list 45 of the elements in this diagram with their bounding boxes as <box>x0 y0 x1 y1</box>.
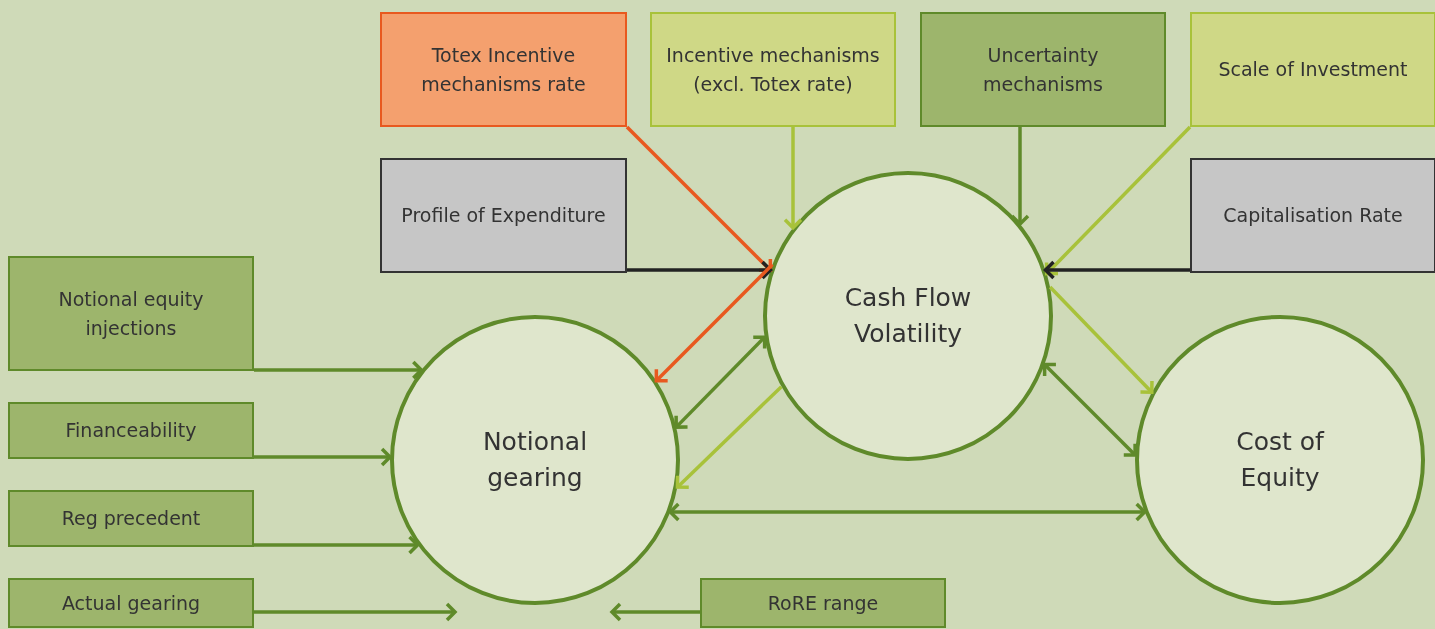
node-label: RoRE range <box>767 590 879 616</box>
arrow <box>1010 127 1030 226</box>
arrow <box>254 602 457 622</box>
arrow <box>254 535 420 555</box>
arrow <box>254 360 424 380</box>
arrow <box>1043 260 1190 280</box>
factor-box <box>8 402 254 459</box>
factor-box <box>8 578 254 628</box>
circle-node <box>390 315 680 605</box>
node-label: Cost of Equity <box>1235 425 1326 494</box>
arrow <box>627 260 773 280</box>
node-label: Uncertainty mechanisms <box>982 43 1104 97</box>
factor-box <box>8 256 254 371</box>
node-label: Notional equity injections <box>57 287 205 341</box>
node-label: Actual gearing <box>61 590 201 616</box>
arrow <box>254 447 392 467</box>
arrow <box>783 127 803 230</box>
node-label: Capitalisation Rate <box>1223 203 1403 229</box>
node-label: Scale of Investment <box>1218 57 1408 83</box>
factor-box <box>650 12 896 127</box>
arrow <box>1048 285 1154 395</box>
node-label: Financeability <box>65 418 197 444</box>
arrow <box>654 263 774 383</box>
factor-box <box>380 12 627 127</box>
factor-box <box>380 158 627 273</box>
factor-box <box>920 12 1166 127</box>
node-label: Profile of Expenditure <box>401 203 606 229</box>
arrow <box>610 602 700 622</box>
arrow <box>1042 362 1137 457</box>
node-label: Reg precedent <box>61 506 201 532</box>
arrow <box>668 502 1147 522</box>
arrow <box>674 335 767 429</box>
node-label: Totex Incentive mechanisms rate <box>420 43 587 97</box>
factor-box <box>1190 12 1435 127</box>
circle-node <box>1135 315 1425 605</box>
node-label: Cash Flow Volatility <box>843 281 973 350</box>
circle-node <box>763 171 1053 461</box>
arrow <box>625 125 773 273</box>
arrow <box>1044 125 1192 276</box>
factor-box <box>1190 158 1435 273</box>
factor-box <box>8 490 254 547</box>
node-label: Incentive mechanisms (excl. Totex rate) <box>665 43 881 97</box>
arrow <box>675 385 783 490</box>
factor-box <box>700 578 946 628</box>
node-label: Notional gearing <box>481 425 589 494</box>
